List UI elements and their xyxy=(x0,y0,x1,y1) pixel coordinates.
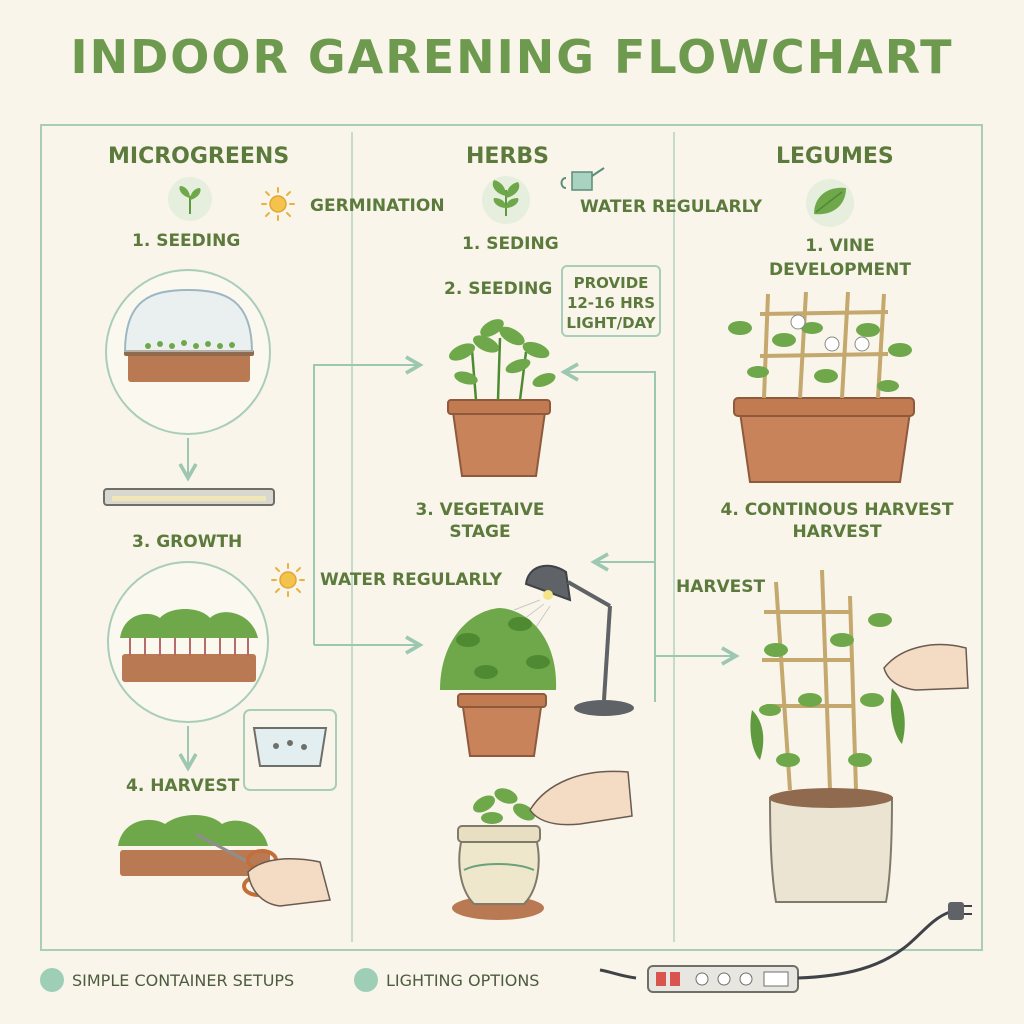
legend-lighting-label: LIGHTING OPTIONS xyxy=(386,971,540,990)
microgreens-step-harvest: 4. HARVEST xyxy=(126,776,240,796)
light-note-line: 12-16 HRS xyxy=(566,294,656,312)
seeding-dome-tray xyxy=(105,269,271,435)
legumes-step-vine-line1: 1. VINE xyxy=(805,236,875,256)
page-title: INDOOR GARENING FLOWCHART xyxy=(70,30,954,84)
legumes-heading: LEGUMES xyxy=(776,144,894,169)
herbs-step-vegetative-line1: 3. VEGETAIVE xyxy=(415,500,545,520)
light-note-line: LIGHT/DAY xyxy=(566,314,656,332)
watering-can-icon xyxy=(560,167,605,191)
column-divider-right xyxy=(673,132,675,942)
herb-decorative-pot xyxy=(452,770,633,920)
diagram-frame xyxy=(40,124,983,951)
legend-dot-containers xyxy=(40,968,64,992)
herbs-step-seding: 1. SEDING xyxy=(462,234,559,254)
herbs-step-seeding: 2. SEEDING xyxy=(444,279,553,299)
sprout-icon xyxy=(168,177,212,221)
legumes-step-vine: 1. VINE DEVELOPMENT xyxy=(760,236,920,280)
herbs-heading: HERBS xyxy=(466,144,549,169)
legend-containers-label: SIMPLE CONTAINER SETUPS xyxy=(72,971,295,990)
power-strip-icon xyxy=(599,902,972,993)
desk-lamp-icon xyxy=(513,564,634,716)
harvest-tray xyxy=(118,815,270,876)
growth-tray xyxy=(103,488,275,506)
simple-container-illustration xyxy=(243,709,337,791)
seedling-pot xyxy=(447,319,556,477)
sun-icon xyxy=(271,563,305,597)
legumes-step-continuous-line1: 4. CONTINOUS HARVEST xyxy=(720,500,954,520)
herbs-step-vegetative-line2: STAGE xyxy=(449,522,511,542)
legumes-step-continuous-line2: HARVEST xyxy=(792,522,882,542)
legumes-step-vine-line2: DEVELOPMENT xyxy=(769,260,911,280)
vine-planter xyxy=(728,291,915,483)
legumes-harvest-label: HARVEST xyxy=(676,577,766,597)
light-note: PROVIDE 12-16 HRS LIGHT/DAY xyxy=(561,265,661,337)
germination-label: GERMINATION xyxy=(310,196,445,216)
legumes-step-continuous-harvest: 4. CONTINOUS HARVEST HARVEST xyxy=(712,500,962,542)
microgreens-step-growth: 3. GROWTH xyxy=(132,532,243,552)
legend-dot-lighting xyxy=(354,968,378,992)
sun-icon xyxy=(261,187,295,221)
herbs-step-vegetative: 3. VEGETAIVE STAGE xyxy=(400,500,560,542)
microgreens-growth-circle xyxy=(107,561,269,723)
light-note-line: PROVIDE xyxy=(573,274,649,292)
column-divider-left xyxy=(351,132,353,942)
microgreens-step-seeding: 1. SEEDING xyxy=(132,231,241,251)
leaf-icon xyxy=(806,179,854,227)
herbs-water-label: WATER REGULARLY xyxy=(580,197,763,217)
vegetative-pot xyxy=(440,608,557,757)
microgreens-heading: MICROGREENS xyxy=(108,144,290,169)
legume-grow-bag xyxy=(750,569,969,903)
microgreens-water-label: WATER REGULARLY xyxy=(320,570,503,590)
herb-leaf-icon xyxy=(482,176,530,224)
hand-illustration xyxy=(247,858,331,907)
